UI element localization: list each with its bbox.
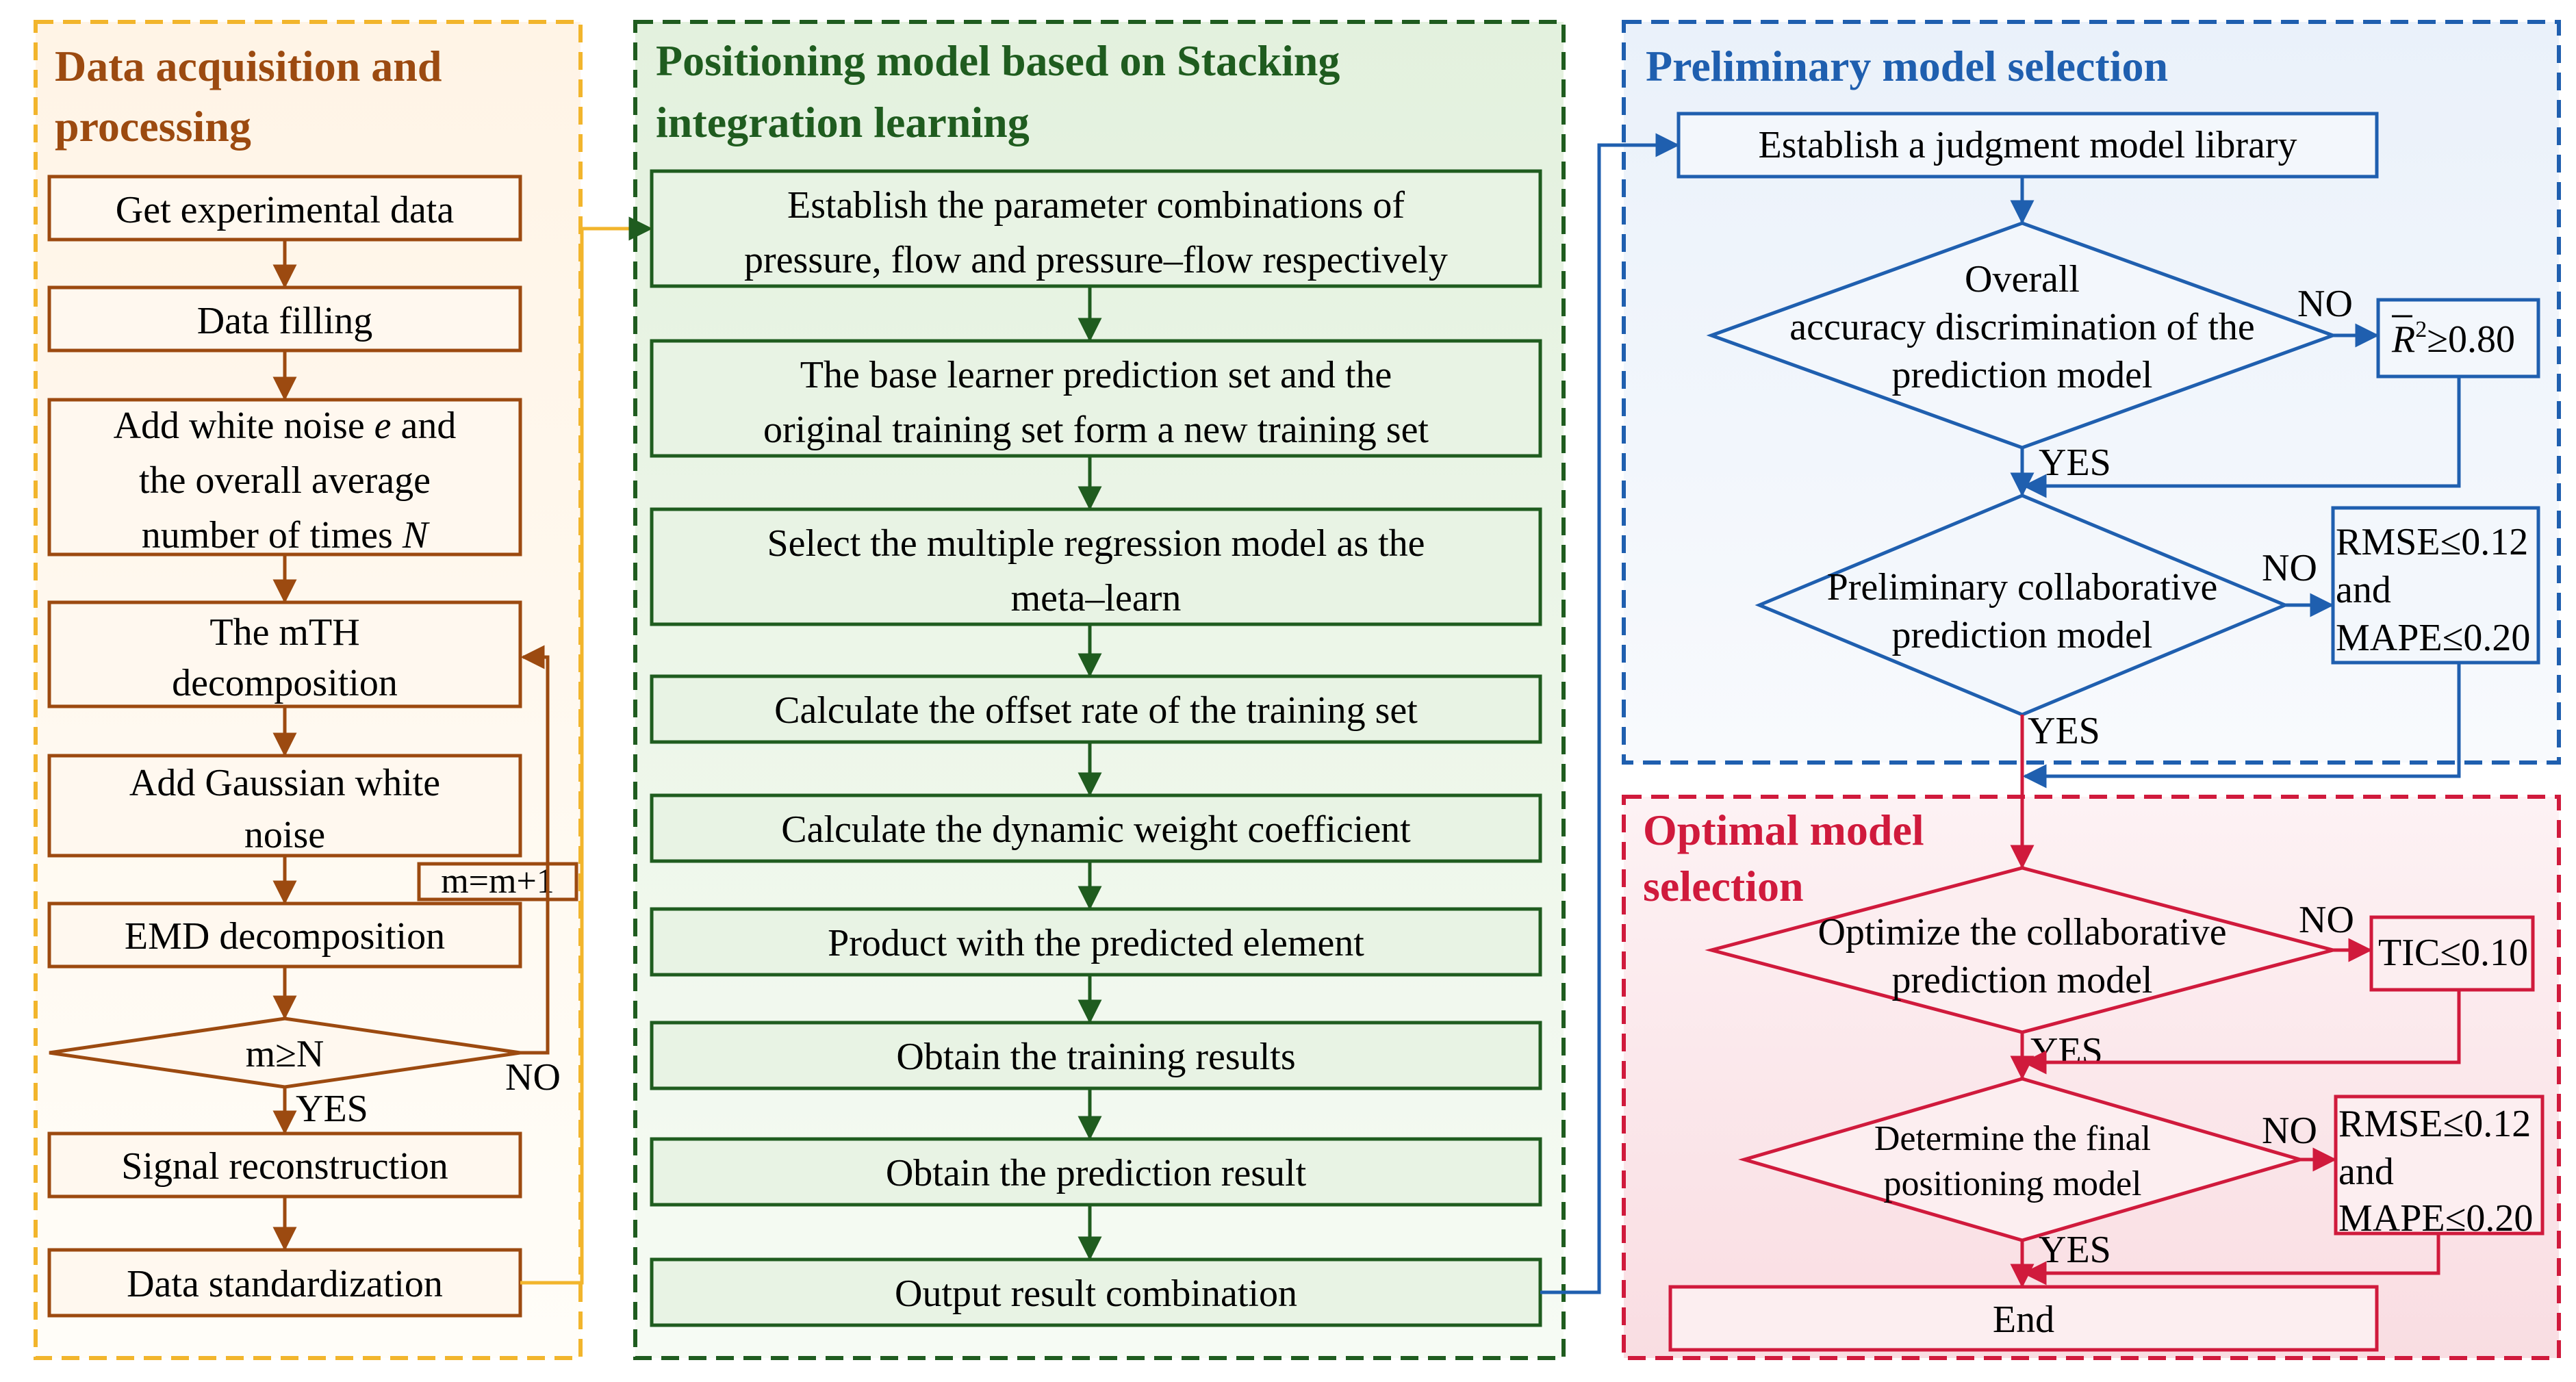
- step9-label: Output result combination: [895, 1272, 1297, 1315]
- arrow-p3-return2: [2022, 663, 2461, 789]
- step5-box: [650, 793, 1542, 863]
- crit2-line1: RMSE≤0.12: [2338, 1103, 2531, 1145]
- data-standardization-label: Data standardization: [127, 1263, 443, 1305]
- preliminary-yes-label: YES: [2028, 710, 2100, 752]
- preliminary-label-line2: prediction model: [1891, 614, 2152, 656]
- step3-label-line1: Select the multiple regression model as …: [767, 522, 1425, 565]
- get-data-box: [47, 175, 522, 242]
- preliminary-no-label: NO: [2262, 547, 2317, 589]
- step7-box: [650, 1021, 1542, 1090]
- accuracy-label-line2: accuracy discrimination of the: [1789, 306, 2255, 348]
- crit1-line1: RMSE≤0.12: [2336, 521, 2528, 563]
- crit2-line3: MAPE≤0.20: [2338, 1197, 2533, 1240]
- tic-criterion-box: [2369, 915, 2535, 992]
- mth-label-line2: decomposition: [172, 662, 398, 704]
- step7-label: Obtain the training results: [896, 1036, 1295, 1078]
- panel2-title-line2: integration learning: [656, 98, 1030, 146]
- optimize-no-label: NO: [2299, 899, 2354, 941]
- m-increment-box: [417, 862, 578, 901]
- crit1-line2: and: [2336, 569, 2391, 611]
- get-data-label: Get experimental data: [116, 189, 455, 231]
- step1-box: [650, 169, 1542, 288]
- end-label: End: [1993, 1298, 2054, 1341]
- accuracy-no-label: NO: [2297, 283, 2353, 325]
- final-model-label-line1: Determine the final: [1874, 1119, 2151, 1158]
- arrow-p4-return1: [2022, 990, 2461, 1075]
- mth-decomposition-box: [47, 600, 522, 708]
- gaussian-label-line1: Add Gaussian white: [129, 762, 440, 804]
- panel2-title-line1: Positioning model based on Stacking: [656, 36, 1340, 85]
- panel3-title: Preliminary model selection: [1646, 42, 2168, 90]
- step1-label-line1: Establish the parameter combinations of: [787, 184, 1405, 227]
- crit1-line3: MAPE≤0.20: [2336, 617, 2530, 659]
- panel4-title-line1: Optimal model: [1643, 806, 1924, 854]
- final-model-yes-label: YES: [2039, 1229, 2111, 1271]
- m-geq-n-label: m≥N: [246, 1033, 324, 1075]
- add-white-noise-label-line3: number of times N: [142, 514, 430, 556]
- panel1-title-line2: processing: [55, 102, 251, 151]
- arrow-p3-return1: [2022, 376, 2461, 498]
- panel1-yes-label: YES: [296, 1088, 368, 1130]
- emd-label: EMD decomposition: [125, 915, 445, 958]
- panel-preliminary-selection: Preliminary model selection Establish a …: [1622, 20, 2561, 789]
- final-model-label-line2: positioning model: [1884, 1164, 2142, 1203]
- add-white-noise-box: [47, 398, 522, 556]
- add-white-noise-label-line1: Add white noise e and: [114, 405, 457, 447]
- final-model-no-label: NO: [2262, 1110, 2317, 1152]
- optimize-label-line2: prediction model: [1891, 959, 2152, 1001]
- preliminary-label-line1: Preliminary collaborative: [1827, 566, 2218, 609]
- m-increment-label: m=m+1: [441, 862, 554, 901]
- step9-box: [650, 1257, 1542, 1327]
- gaussian-noise-box: [47, 754, 522, 858]
- accuracy-label-line3: prediction model: [1891, 354, 2152, 396]
- optimize-yes-label: YES: [2030, 1030, 2103, 1073]
- step4-label: Calculate the offset rate of the trainin…: [774, 689, 1418, 732]
- panel-data-acquisition: Data acquisition and processing Get expe…: [34, 20, 583, 1360]
- mth-label-line1: The mTH: [209, 611, 359, 654]
- rmse-mape-criterion-box-1: [2331, 506, 2540, 665]
- panel4-title-line2: selection: [1643, 862, 1804, 910]
- r2-criterion-label: R2≥0.80: [2391, 315, 2515, 361]
- r2-label: R2≥0.80: [2391, 317, 2515, 361]
- data-filling-label: Data filling: [197, 300, 373, 342]
- accuracy-yes-label: YES: [2039, 442, 2111, 484]
- optimize-label-line1: Optimize the collaborative: [1818, 911, 2226, 954]
- signal-reconstruction-label: Signal reconstruction: [121, 1145, 448, 1188]
- add-white-noise-label-line2: the overall average: [139, 459, 431, 502]
- step2-box: [650, 339, 1542, 458]
- panel-optimal-selection: Optimal model selection Optimize the col…: [1622, 715, 2561, 1360]
- panel-stacking-model: Positioning model based on Stacking inte…: [633, 20, 1566, 1360]
- step2-label-line2: original training set form a new trainin…: [763, 409, 1429, 451]
- step2-label-line1: The base learner prediction set and the: [800, 354, 1392, 396]
- tic-label: TIC≤0.10: [2378, 932, 2528, 974]
- step8-label: Obtain the prediction result: [886, 1152, 1307, 1194]
- connector-p2-to-p3: [1540, 133, 1680, 1294]
- gaussian-label-line2: noise: [244, 814, 325, 856]
- panel1-title-line1: Data acquisition and: [55, 42, 442, 90]
- panel1-no-label: NO: [505, 1056, 561, 1099]
- r2-criterion-box: [2376, 298, 2540, 379]
- step5-label: Calculate the dynamic weight coefficient: [781, 808, 1411, 851]
- accuracy-label-line1: Overall: [1965, 258, 2080, 300]
- loop-back-arrow: [520, 645, 550, 1055]
- step6-label: Product with the predicted element: [828, 922, 1364, 964]
- step3-label-line2: meta–learn: [1011, 577, 1182, 619]
- model-library-label: Establish a judgment model library: [1759, 124, 2297, 166]
- crit2-line2: and: [2338, 1151, 2394, 1193]
- arrow-p4-return2: [2022, 1233, 2440, 1285]
- connector-p1-to-p2: [520, 216, 653, 1285]
- step8-box: [650, 1137, 1542, 1207]
- step1-label-line2: pressure, flow and pressure–flow respect…: [744, 239, 1448, 281]
- step4-box: [650, 674, 1542, 744]
